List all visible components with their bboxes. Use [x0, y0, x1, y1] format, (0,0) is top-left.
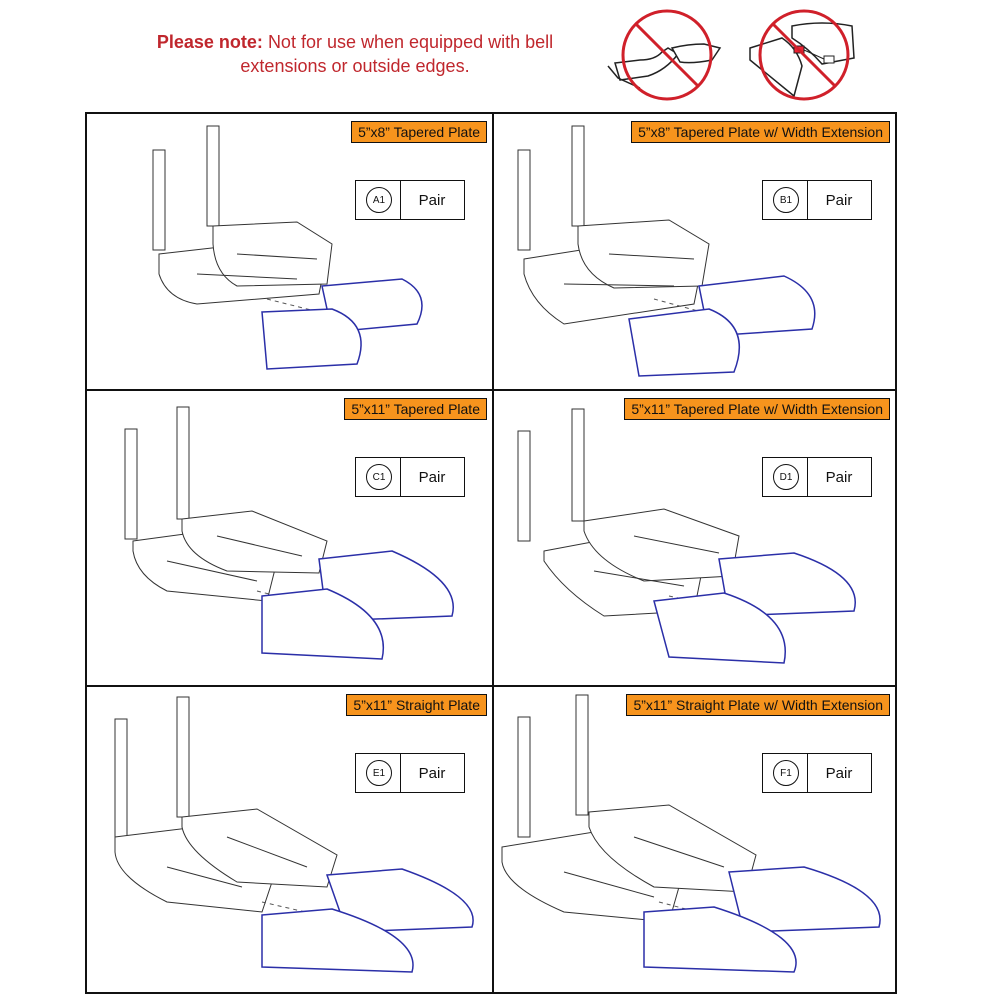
foot-pad: [653, 592, 786, 664]
grid-divider-row1: [87, 389, 895, 391]
callout-box: B1 Pair: [762, 180, 872, 220]
callout-box: C1 Pair: [355, 457, 465, 497]
footplate-drawing: [517, 125, 816, 377]
grid-divider-vertical: [492, 114, 494, 992]
note-heading: Please note:: [156, 32, 263, 52]
panel-e1: 5”x11” Straight Plate E1 Pair: [87, 687, 492, 992]
note-text: Not for use when equipped with bell exte…: [240, 32, 554, 76]
callout-box: A1 Pair: [355, 180, 465, 220]
quantity: Pair: [825, 191, 853, 209]
panel-d1: 5”x11” Tapered Plate w/ Width Extension …: [494, 391, 895, 685]
quantity: Pair: [825, 764, 853, 782]
panel-title: 5”x11” Tapered Plate: [344, 398, 487, 420]
foot-pad: [261, 308, 362, 370]
part-callout: C1: [366, 464, 392, 490]
foot-pad: [628, 308, 741, 377]
footplate-drawing: [124, 406, 454, 660]
grid-divider-row2: [87, 685, 895, 687]
callout-box: D1 Pair: [762, 457, 872, 497]
foot-pad: [261, 908, 414, 973]
footplate-drawing: [114, 696, 474, 973]
panel-c1: 5”x11” Tapered Plate C1 Pair: [87, 391, 492, 685]
panel-title: 5”x8” Tapered Plate w/ Width Extension: [631, 121, 890, 143]
quantity: Pair: [418, 468, 446, 486]
quantity: Pair: [418, 764, 446, 782]
callout-box: F1 Pair: [762, 753, 872, 793]
footplate-drawing: [517, 408, 856, 664]
footplate-drawing: [501, 694, 881, 973]
usage-note: Please note: Not for use when equipped w…: [120, 30, 590, 78]
foot-pad: [325, 868, 474, 933]
foot-pad: [261, 588, 384, 660]
footplate-options-grid: 5”x8” Tapered Plate A1 Pair 5”x8” Tapere…: [85, 112, 897, 994]
quantity: Pair: [825, 468, 853, 486]
foot-pad: [728, 866, 881, 933]
callout-box: E1 Pair: [355, 753, 465, 793]
part-callout: B1: [773, 187, 799, 213]
bell-extension-prohibited-icon: [607, 9, 722, 101]
panel-f1: 5”x11” Straight Plate w/ Width Extension…: [494, 687, 895, 992]
panel-title: 5”x11” Tapered Plate w/ Width Extension: [624, 398, 890, 420]
part-callout: A1: [366, 187, 392, 213]
part-callout: D1: [773, 464, 799, 490]
panel-b1: 5”x8” Tapered Plate w/ Width Extension B…: [494, 114, 895, 389]
panel-title: 5”x11” Straight Plate w/ Width Extension: [626, 694, 890, 716]
foot-pad: [718, 552, 856, 617]
panel-title: 5”x8” Tapered Plate: [351, 121, 487, 143]
footplate-drawing: [152, 125, 423, 370]
panel-a1: 5”x8” Tapered Plate A1 Pair: [87, 114, 492, 389]
outside-edge-prohibited-icon: [749, 9, 855, 101]
panel-title: 5”x11” Straight Plate: [346, 694, 487, 716]
part-callout: F1: [773, 760, 799, 786]
part-callout: E1: [366, 760, 392, 786]
foot-pad: [643, 906, 797, 973]
quantity: Pair: [418, 191, 446, 209]
